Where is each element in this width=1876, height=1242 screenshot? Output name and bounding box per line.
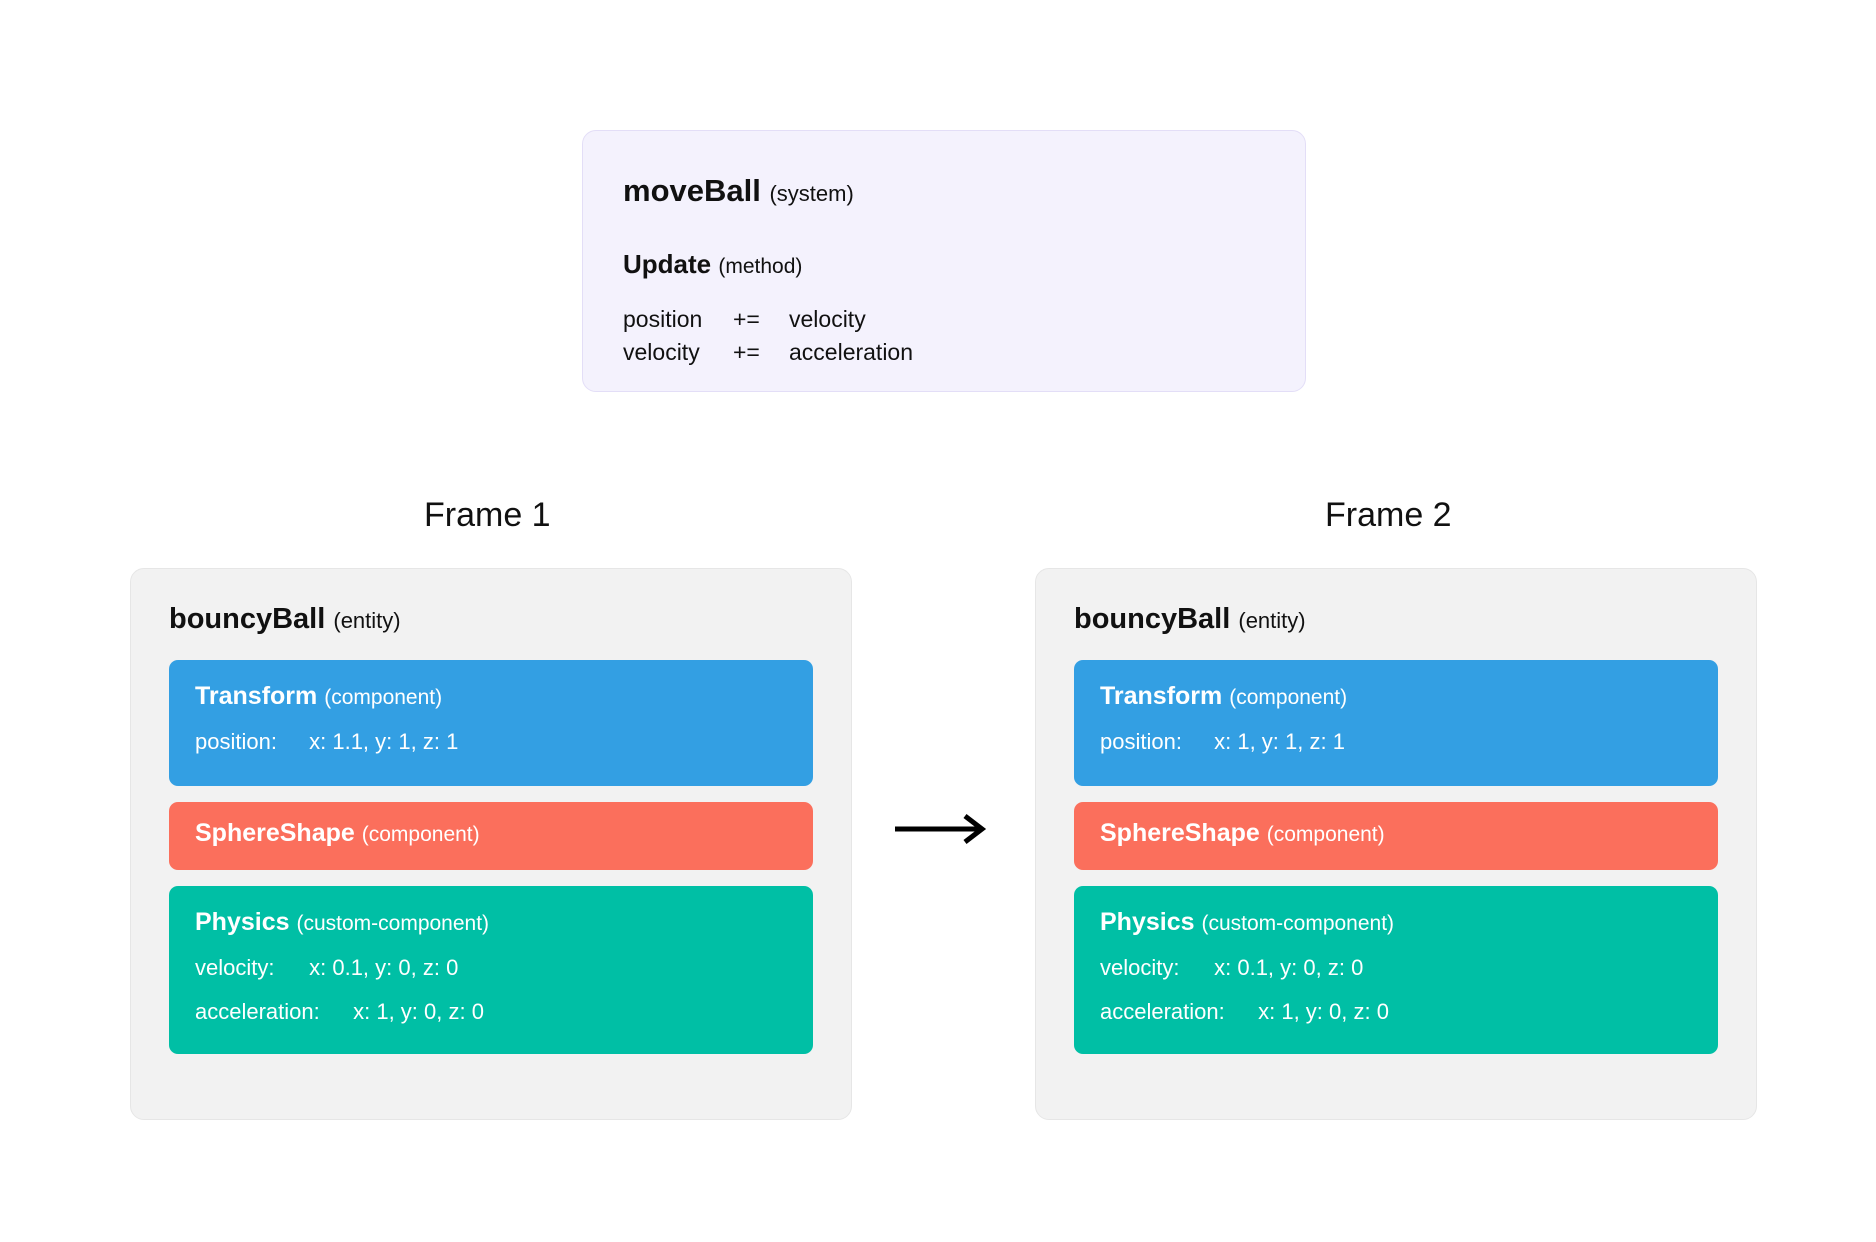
component-name: SphereShape — [1100, 819, 1260, 847]
statement-operator: += — [733, 339, 760, 366]
entity-card-frame-2: bouncyBall (entity) Transform (component… — [1035, 568, 1757, 1120]
component-transform: Transform (component) position: x: 1.1, … — [169, 660, 813, 786]
statement-lhs: position — [623, 306, 703, 332]
property-key: velocity: — [1100, 955, 1180, 980]
component-kind: (component) — [361, 823, 480, 846]
component-transform: Transform (component) position: x: 1, y:… — [1074, 660, 1718, 786]
component-title: SphereShape (component) — [1100, 821, 1692, 846]
statement-row: position += velocity — [623, 303, 1265, 336]
entity-name: bouncyBall — [169, 603, 326, 635]
statement-row: velocity += acceleration — [623, 336, 1265, 369]
statement-lhs: velocity — [623, 339, 700, 366]
component-property-row: velocity: x: 0.1, y: 0, z: 0 — [1100, 957, 1692, 979]
entity-kind: (entity) — [333, 608, 401, 633]
property-value: x: 0.1, y: 0, z: 0 — [1214, 955, 1364, 980]
component-title: Physics (custom-component) — [195, 910, 787, 935]
system-method-body: position += velocity velocity += acceler… — [623, 303, 1265, 370]
arrow-right-icon — [895, 814, 987, 844]
system-box: moveBall (system) Update (method) positi… — [582, 130, 1306, 392]
entity-kind: (entity) — [1238, 608, 1306, 633]
system-kind: (system) — [769, 181, 854, 206]
statement-operator: += — [733, 306, 760, 332]
system-method-name: Update — [623, 249, 712, 279]
frame-label-2: Frame 2 — [1325, 496, 1452, 534]
component-title: SphereShape (component) — [195, 821, 787, 846]
component-property-row: position: x: 1.1, y: 1, z: 1 — [195, 731, 787, 753]
component-title: Physics (custom-component) — [1100, 910, 1692, 935]
frame-label-1: Frame 1 — [424, 496, 551, 534]
component-name: Transform — [1100, 682, 1223, 710]
component-kind: (custom-component) — [1201, 912, 1395, 935]
entity-title: bouncyBall (entity) — [169, 605, 813, 634]
component-physics: Physics (custom-component) velocity: x: … — [169, 886, 813, 1054]
component-kind: (component) — [324, 686, 443, 709]
system-method-kind: (method) — [718, 255, 803, 278]
component-name: SphereShape — [195, 819, 355, 847]
entity-card-frame-1: bouncyBall (entity) Transform (component… — [130, 568, 852, 1120]
entity-name: bouncyBall — [1074, 603, 1231, 635]
component-kind: (component) — [1266, 823, 1385, 846]
component-name: Transform — [195, 682, 318, 710]
property-value: x: 1.1, y: 1, z: 1 — [309, 729, 459, 754]
component-name: Physics — [1100, 908, 1195, 936]
property-key: position: — [195, 729, 277, 754]
property-value: x: 1, y: 0, z: 0 — [353, 999, 484, 1024]
entity-title: bouncyBall (entity) — [1074, 605, 1718, 634]
system-method-title: Update (method) — [623, 251, 1265, 277]
property-key: position: — [1100, 729, 1182, 754]
component-property-row: acceleration: x: 1, y: 0, z: 0 — [195, 1001, 787, 1023]
component-title: Transform (component) — [195, 684, 787, 709]
statement-rhs: velocity — [789, 306, 866, 332]
component-property-row: position: x: 1, y: 1, z: 1 — [1100, 731, 1692, 753]
component-sphereshape: SphereShape (component) — [1074, 802, 1718, 870]
component-kind: (custom-component) — [296, 912, 490, 935]
property-value: x: 1, y: 1, z: 1 — [1214, 729, 1345, 754]
component-property-row: velocity: x: 0.1, y: 0, z: 0 — [195, 957, 787, 979]
component-kind: (component) — [1229, 686, 1348, 709]
property-key: acceleration: — [195, 999, 320, 1024]
system-title: moveBall (system) — [623, 175, 1265, 206]
component-name: Physics — [195, 908, 290, 936]
component-physics: Physics (custom-component) velocity: x: … — [1074, 886, 1718, 1054]
component-title: Transform (component) — [1100, 684, 1692, 709]
property-value: x: 0.1, y: 0, z: 0 — [309, 955, 459, 980]
component-sphereshape: SphereShape (component) — [169, 802, 813, 870]
statement-rhs: acceleration — [789, 339, 914, 366]
property-key: velocity: — [195, 955, 275, 980]
property-key: acceleration: — [1100, 999, 1225, 1024]
component-property-row: acceleration: x: 1, y: 0, z: 0 — [1100, 1001, 1692, 1023]
property-value: x: 1, y: 0, z: 0 — [1258, 999, 1389, 1024]
system-name: moveBall — [623, 173, 761, 208]
